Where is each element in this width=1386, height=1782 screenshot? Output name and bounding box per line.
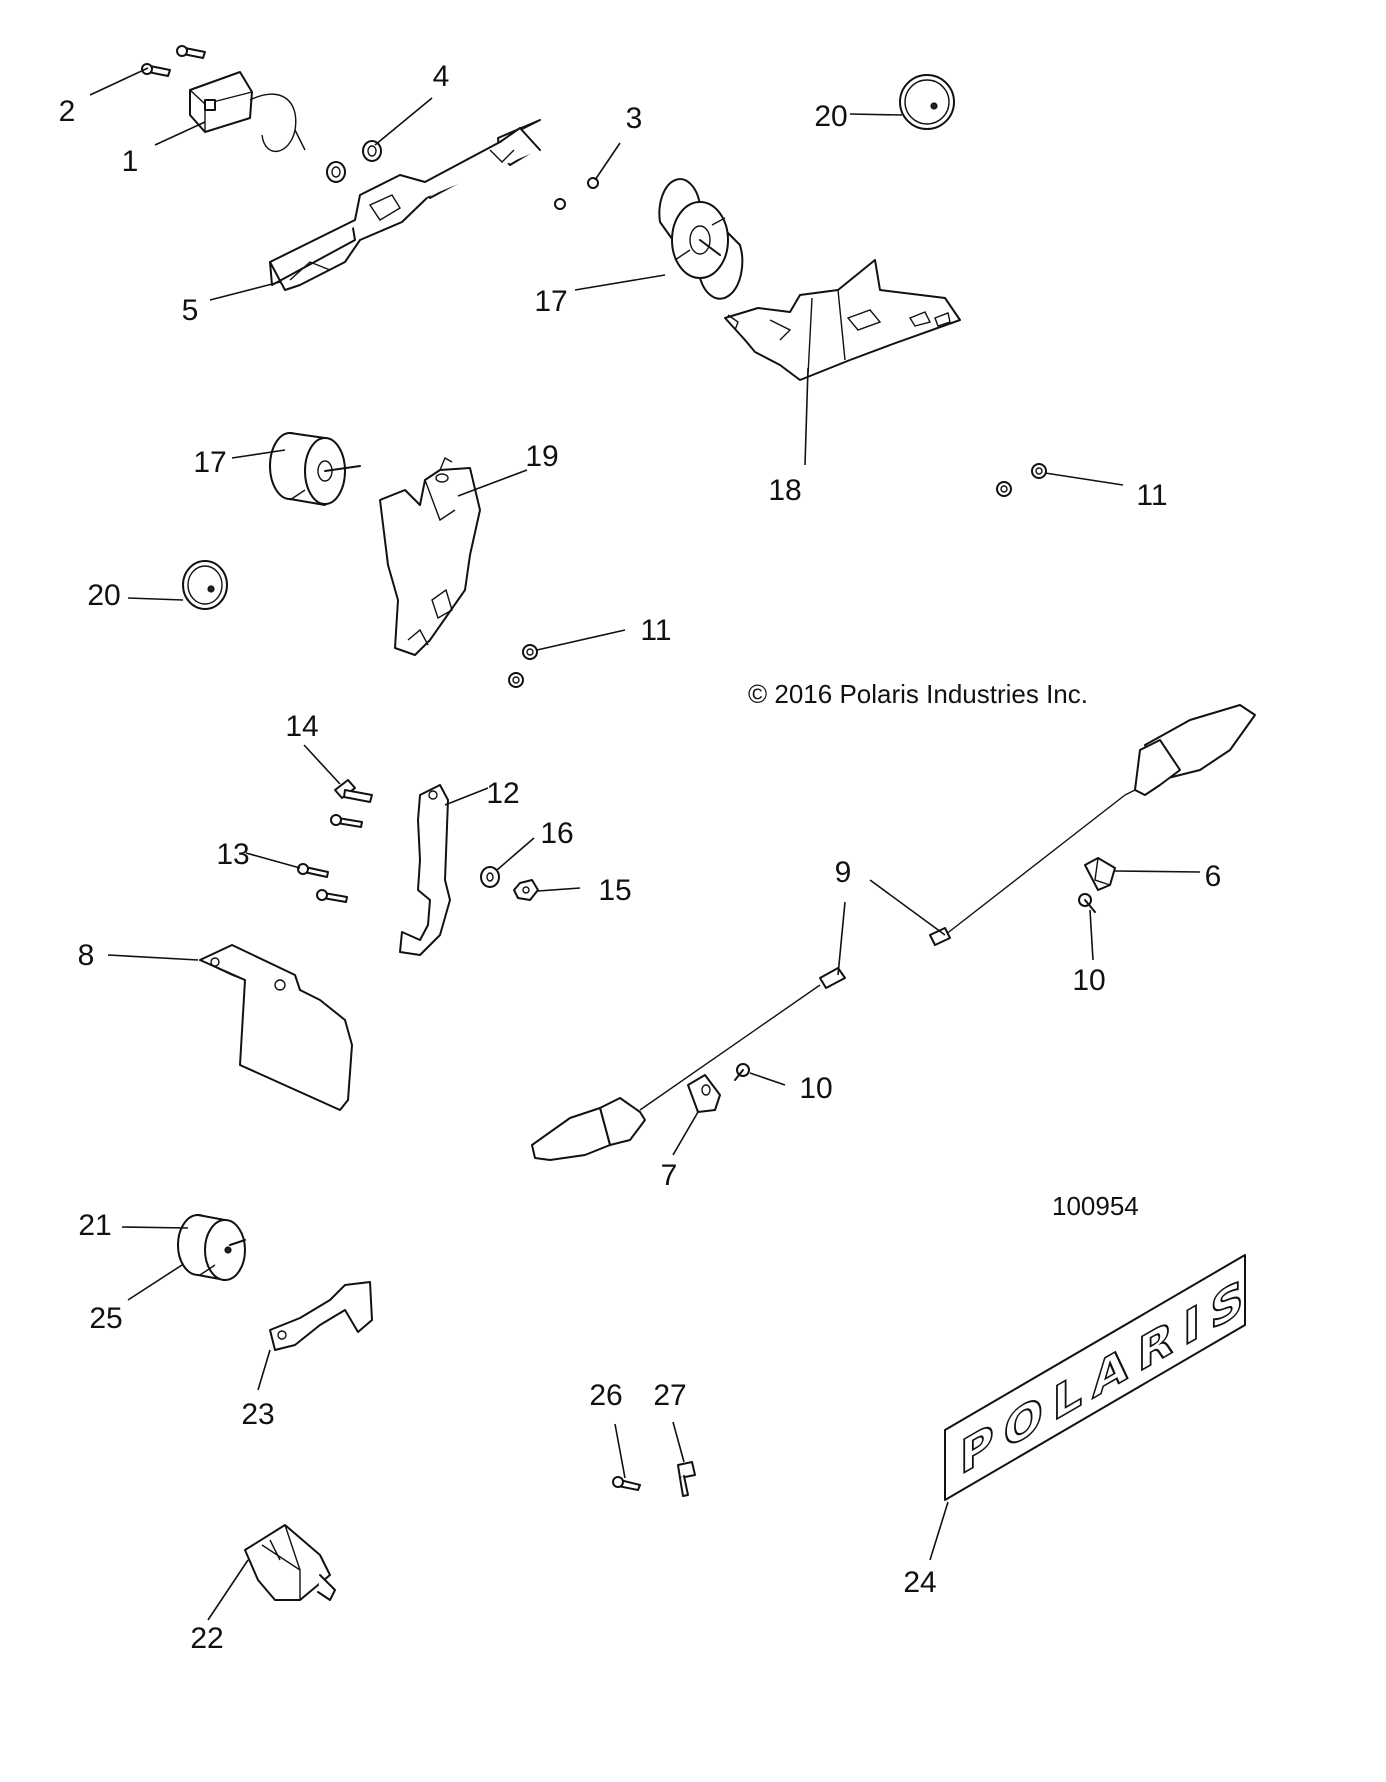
callout-18: 18 (768, 474, 801, 507)
part-22-switch (244, 1524, 336, 1601)
part-1-sensor (189, 71, 306, 153)
callout-16: 16 (540, 817, 573, 850)
part-26-screw (612, 1476, 641, 1491)
part-11-nuts-right (996, 463, 1047, 497)
copyright-notice: © 2016 Polaris Industries Inc. (748, 679, 1088, 709)
callout-5: 5 (182, 294, 199, 327)
callout-11-middle: 11 (640, 614, 671, 647)
part-17-damper-top (658, 178, 744, 300)
part-16-washer (480, 866, 500, 888)
part-23-bracket (269, 1281, 373, 1351)
callout-12: 12 (486, 777, 519, 810)
callout-10-right: 10 (1072, 964, 1105, 997)
part-11-nuts-middle (508, 644, 538, 688)
part-10-screw-right (1078, 893, 1096, 913)
callout-10-left: 10 (799, 1072, 832, 1105)
part-21-25-damper (177, 1214, 246, 1281)
callout-13: 13 (216, 838, 249, 871)
callout-3: 3 (626, 102, 643, 135)
part-7-clip (687, 1074, 721, 1113)
part-19-bracket (379, 456, 481, 656)
part-4-spacers (326, 140, 382, 183)
part-9-signal-left (531, 967, 846, 1161)
part-5-bracket (269, 119, 541, 291)
part-18-bracket (724, 259, 961, 381)
callout-27: 27 (653, 1379, 686, 1412)
callout-11-right: 11 (1136, 479, 1167, 512)
callout-17-left: 17 (193, 446, 226, 479)
part-3-nuts (554, 177, 599, 210)
callout-22: 22 (190, 1622, 223, 1655)
callout-9: 9 (835, 856, 852, 889)
part-24-logo-plate: POLARIS (944, 1254, 1254, 1501)
part-2-screws (141, 45, 206, 77)
part-9-signal-right (929, 704, 1256, 946)
callout-6: 6 (1205, 860, 1222, 893)
part-14-bolt (334, 779, 373, 803)
callout-14: 14 (285, 710, 318, 743)
callout-26: 26 (589, 1379, 622, 1412)
part-20-pad-top (899, 74, 955, 130)
callout-24: 24 (903, 1566, 936, 1599)
callout-2: 2 (59, 95, 76, 128)
leader-lines (89, 67, 1201, 1621)
part-13-screws (297, 814, 363, 903)
callout-1: 1 (122, 145, 139, 178)
part-17-damper-left (269, 432, 361, 506)
part-10-screw-left (734, 1063, 750, 1081)
part-6-clip (1084, 857, 1116, 891)
callout-20-top: 20 (814, 100, 847, 133)
callout-15: 15 (598, 874, 631, 907)
part-8-flap (199, 944, 353, 1111)
callout-21: 21 (78, 1209, 111, 1242)
callout-19: 19 (525, 440, 558, 473)
part-12-plate (399, 784, 451, 956)
callout-7: 7 (661, 1159, 678, 1192)
drawing-number: 100954 (1052, 1191, 1139, 1221)
callout-8: 8 (78, 939, 95, 972)
callout-25: 25 (89, 1302, 122, 1335)
part-20-pad-left (182, 560, 228, 610)
callout-4: 4 (433, 60, 450, 93)
callout-labels: 1 2 3 4 5 6 7 8 9 10 10 11 11 12 13 14 1… (59, 60, 1222, 1655)
logo-text: POLARIS (960, 1263, 1253, 1486)
part-15-nut (513, 879, 539, 901)
callout-23: 23 (241, 1398, 274, 1431)
part-27-bolt (677, 1461, 696, 1497)
callout-20-left: 20 (87, 579, 120, 612)
callout-17-top: 17 (534, 285, 567, 318)
